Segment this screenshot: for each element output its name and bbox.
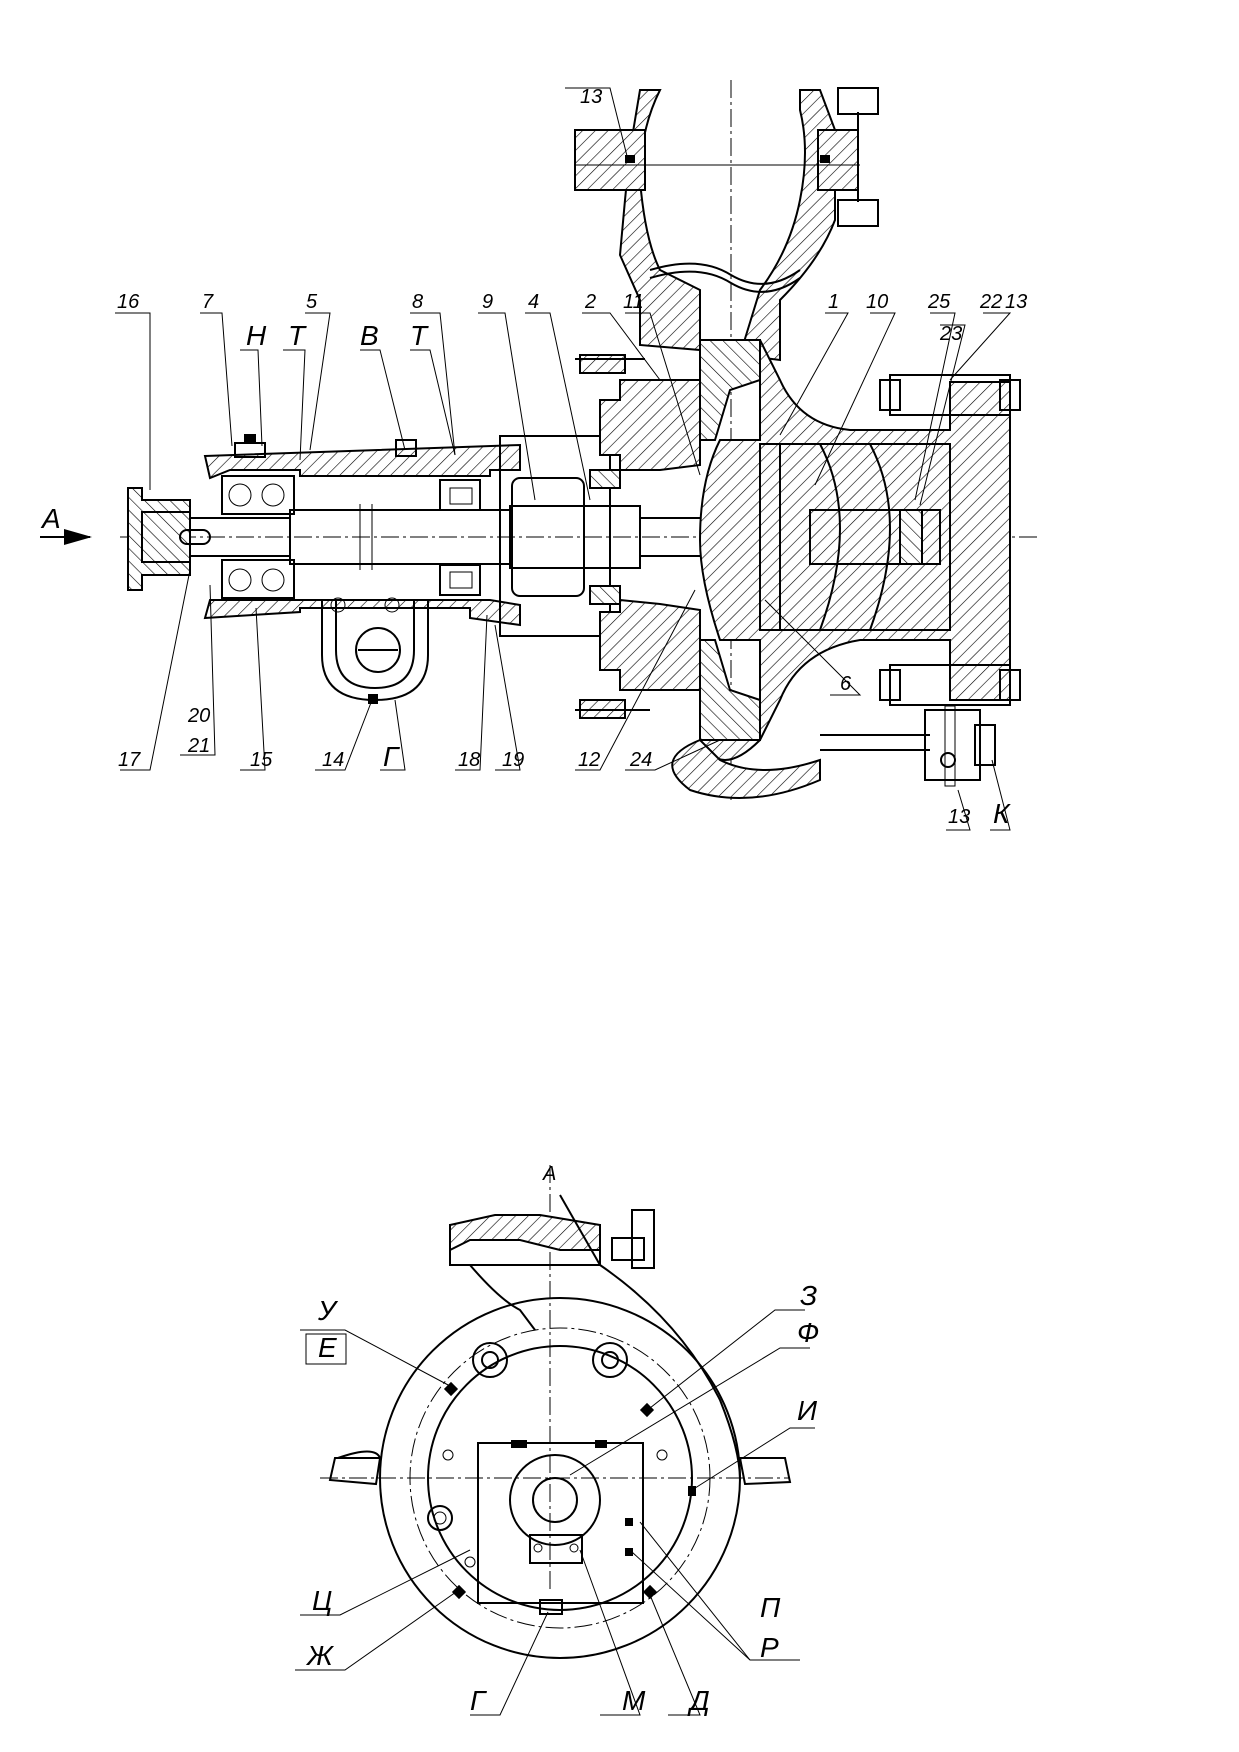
letter-N: Н	[246, 320, 267, 351]
position-12: 12	[578, 749, 600, 771]
letter-G-section: Г	[383, 741, 400, 772]
letter-C: Ц	[312, 1585, 332, 1616]
letter-U: У	[317, 1295, 339, 1326]
letter-Zh: Ж	[305, 1640, 335, 1671]
position-19: 19	[502, 749, 524, 771]
letter-G-end: Г	[470, 1685, 487, 1716]
position-10: 10	[866, 291, 888, 313]
position-numbers: 16 7 5 8 9 4 2 11 1 10 25 22 23 13 13 17…	[117, 86, 1027, 828]
position-6: 6	[840, 673, 852, 695]
letter-R: Р	[760, 1632, 779, 1663]
position-5: 5	[306, 291, 318, 313]
position-22: 22	[979, 291, 1002, 313]
letter-F: Ф	[797, 1317, 819, 1348]
section-letter-labels: Н Т В Т Г К	[246, 320, 1011, 829]
position-13-valve: 13	[948, 806, 970, 828]
position-4: 4	[528, 291, 539, 313]
letter-K: К	[993, 798, 1011, 829]
position-18: 18	[458, 749, 480, 771]
letter-E-frame	[305, 1333, 347, 1365]
position-16: 16	[117, 291, 140, 313]
section-view: А	[40, 80, 1040, 831]
position-20: 20	[187, 705, 210, 727]
position-23: 23	[939, 323, 962, 345]
letter-D: Д	[687, 1685, 710, 1716]
position-24: 24	[629, 749, 652, 771]
position-2: 2	[584, 291, 596, 313]
coupling-half	[127, 487, 211, 591]
letter-P: П	[760, 1592, 781, 1623]
position-17: 17	[118, 749, 141, 771]
letter-V: В	[360, 320, 379, 351]
letter-E: Е	[318, 1332, 337, 1363]
pump-casing	[574, 87, 1021, 799]
position-1: 1	[828, 291, 839, 313]
position-8: 8	[412, 291, 423, 313]
letter-T-right: Т	[410, 320, 429, 351]
position-13-top: 13	[580, 86, 602, 108]
letter-Z: З	[800, 1280, 817, 1311]
position-7: 7	[202, 291, 214, 313]
position-21: 21	[187, 735, 210, 757]
view-arrow-label: А	[40, 503, 61, 534]
section-leaders	[115, 87, 1012, 831]
bearing-housing	[203, 434, 521, 704]
position-9: 9	[482, 291, 493, 313]
seal-housing	[575, 354, 701, 719]
letter-M: М	[622, 1685, 646, 1716]
position-13-right: 13	[1005, 291, 1027, 313]
end-view-title: А	[542, 1163, 556, 1185]
letter-I: И	[797, 1395, 818, 1426]
position-11: 11	[623, 291, 644, 313]
end-view: А	[295, 1163, 819, 1716]
letter-T-left: Т	[288, 320, 307, 351]
position-25: 25	[927, 291, 951, 313]
position-14: 14	[322, 749, 344, 771]
position-15: 15	[250, 749, 273, 771]
